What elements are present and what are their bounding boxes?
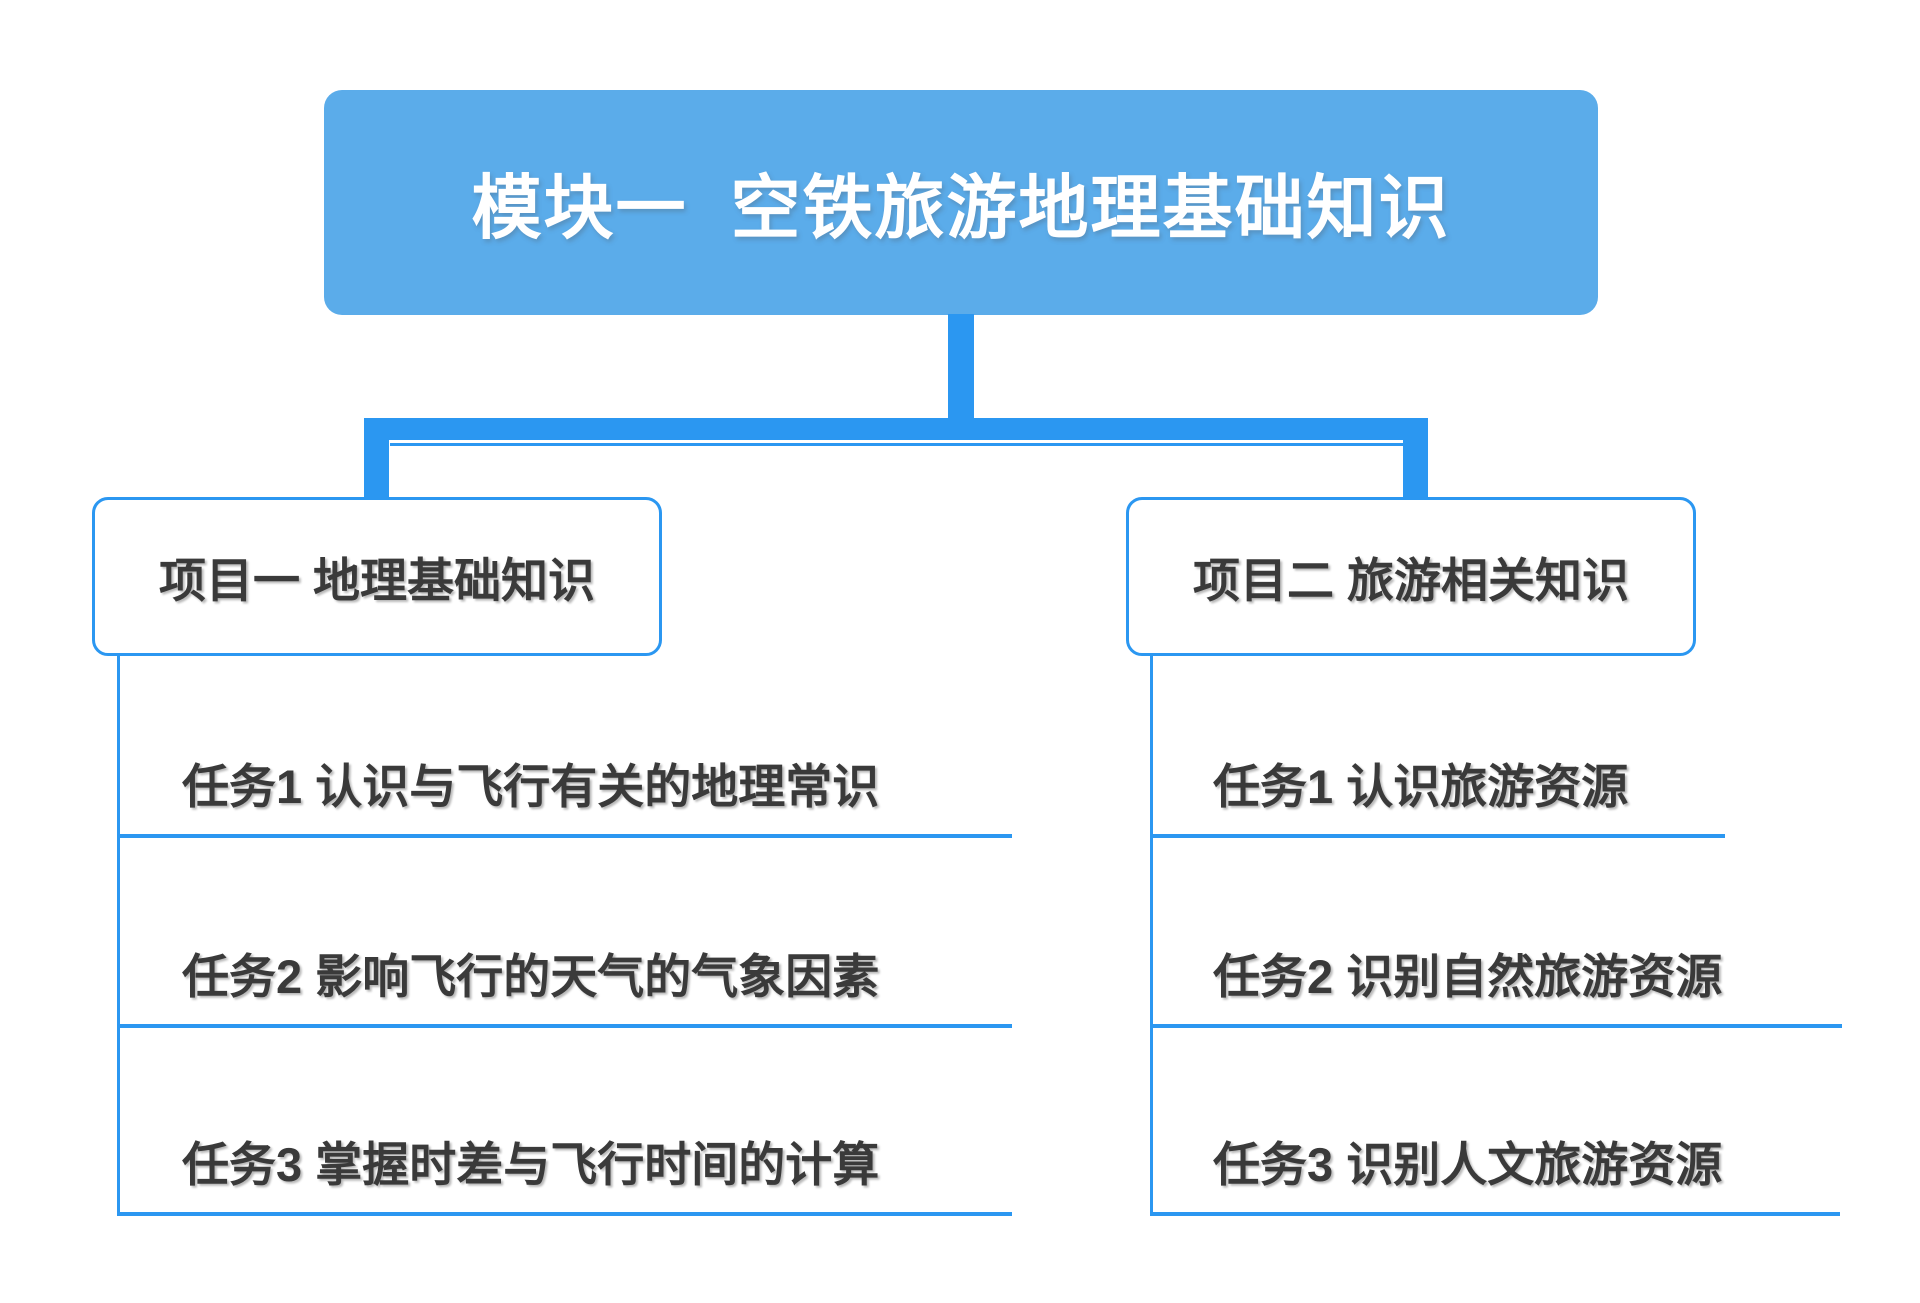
task-underline xyxy=(1150,1024,1842,1028)
branch-bar-connector xyxy=(364,418,1428,440)
task-underline xyxy=(1150,1212,1840,1216)
branch-bar-edge-line xyxy=(390,443,1403,446)
task-underline xyxy=(1150,834,1725,838)
root-node: 模块一 空铁旅游地理基础知识 xyxy=(324,90,1598,315)
task-label: 任务2 识别自然旅游资源 xyxy=(1213,950,1723,1003)
branch-node-label: 项目一 地理基础知识 xyxy=(158,554,596,607)
branch-node-label: 项目二 旅游相关知识 xyxy=(1192,554,1630,607)
task-underline xyxy=(117,1024,1012,1028)
left-branch-rail xyxy=(117,656,120,1216)
task-label: 任务1 认识旅游资源 xyxy=(1213,760,1629,813)
right-branch-drop-connector xyxy=(1403,440,1428,499)
task-label: 任务3 识别人文旅游资源 xyxy=(1213,1138,1723,1191)
left-branch-drop-connector xyxy=(364,440,389,499)
trunk-connector xyxy=(948,314,974,420)
task-underline xyxy=(117,834,1012,838)
root-node-label: 模块一 空铁旅游地理基础知识 xyxy=(471,169,1451,247)
right-branch-rail xyxy=(1150,656,1153,1216)
task-underline xyxy=(117,1212,1012,1216)
task-label: 任务3 掌握时差与飞行时间的计算 xyxy=(182,1138,880,1191)
task-label: 任务1 认识与飞行有关的地理常识 xyxy=(182,760,880,813)
branch-node-project-1: 项目一 地理基础知识 xyxy=(92,497,662,656)
branch-node-project-2: 项目二 旅游相关知识 xyxy=(1126,497,1696,656)
task-label: 任务2 影响飞行的天气的气象因素 xyxy=(182,950,880,1003)
